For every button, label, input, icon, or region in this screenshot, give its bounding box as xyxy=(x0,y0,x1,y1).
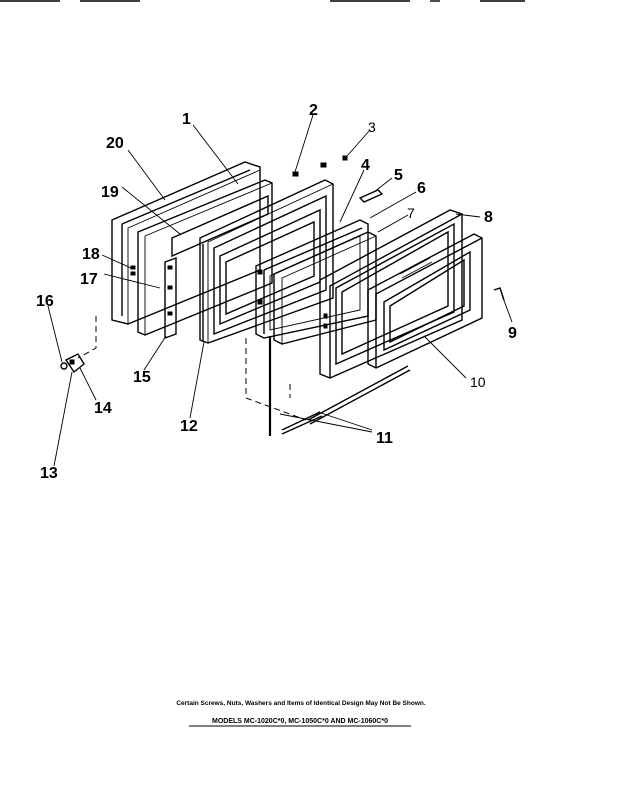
callout-1: 1 xyxy=(182,111,191,128)
callout-13: 13 xyxy=(40,465,58,482)
part-2-top-screws xyxy=(292,162,327,177)
callout-17: 17 xyxy=(80,271,98,288)
part-8-door-outer xyxy=(319,209,463,379)
callout-19: 19 xyxy=(101,184,119,201)
part-14-hinge xyxy=(64,353,85,374)
part-9-latch-pin xyxy=(493,287,505,301)
callout-16: 16 xyxy=(36,293,54,310)
footer-models: MODELS MC-1020C*0, MC-1050C*0 AND MC-106… xyxy=(212,718,388,725)
callout-2: 2 xyxy=(309,102,318,119)
part-15-hinge-strip xyxy=(164,257,177,339)
part-10-door-trim xyxy=(367,233,483,369)
part-20-outer-panel xyxy=(111,161,261,325)
callout-9: 9 xyxy=(508,325,517,342)
assembly-dashed-lines xyxy=(77,316,307,421)
callout-6: 6 xyxy=(417,180,426,197)
callout-14: 14 xyxy=(94,400,112,417)
part-11-strips xyxy=(268,336,411,436)
callout-4: 4 xyxy=(361,157,370,174)
part-18-screw-marks xyxy=(130,265,136,276)
callout-20: 20 xyxy=(106,135,124,152)
callout-7: 7 xyxy=(407,205,415,221)
part-1-door-frame xyxy=(199,179,334,344)
callout-18: 18 xyxy=(82,246,100,263)
callout-3: 3 xyxy=(368,119,376,135)
leader-lines xyxy=(47,114,513,467)
footer: Certain Screws, Nuts, Washers and Items … xyxy=(176,700,426,727)
part-3-screw xyxy=(342,155,348,161)
callout-labels: 1 2 3 4 5 6 7 8 9 10 11 12 13 14 15 16 1… xyxy=(36,102,517,482)
callout-11: 11 xyxy=(376,430,393,447)
part-5-bracket xyxy=(358,189,384,203)
part-16-hinge-pin xyxy=(60,362,68,370)
footer-note: Certain Screws, Nuts, Washers and Items … xyxy=(176,700,426,707)
callout-15: 15 xyxy=(133,369,151,386)
callout-5: 5 xyxy=(394,167,403,184)
callout-12: 12 xyxy=(180,418,198,435)
callout-10: 10 xyxy=(470,374,486,390)
callout-8: 8 xyxy=(484,209,493,226)
